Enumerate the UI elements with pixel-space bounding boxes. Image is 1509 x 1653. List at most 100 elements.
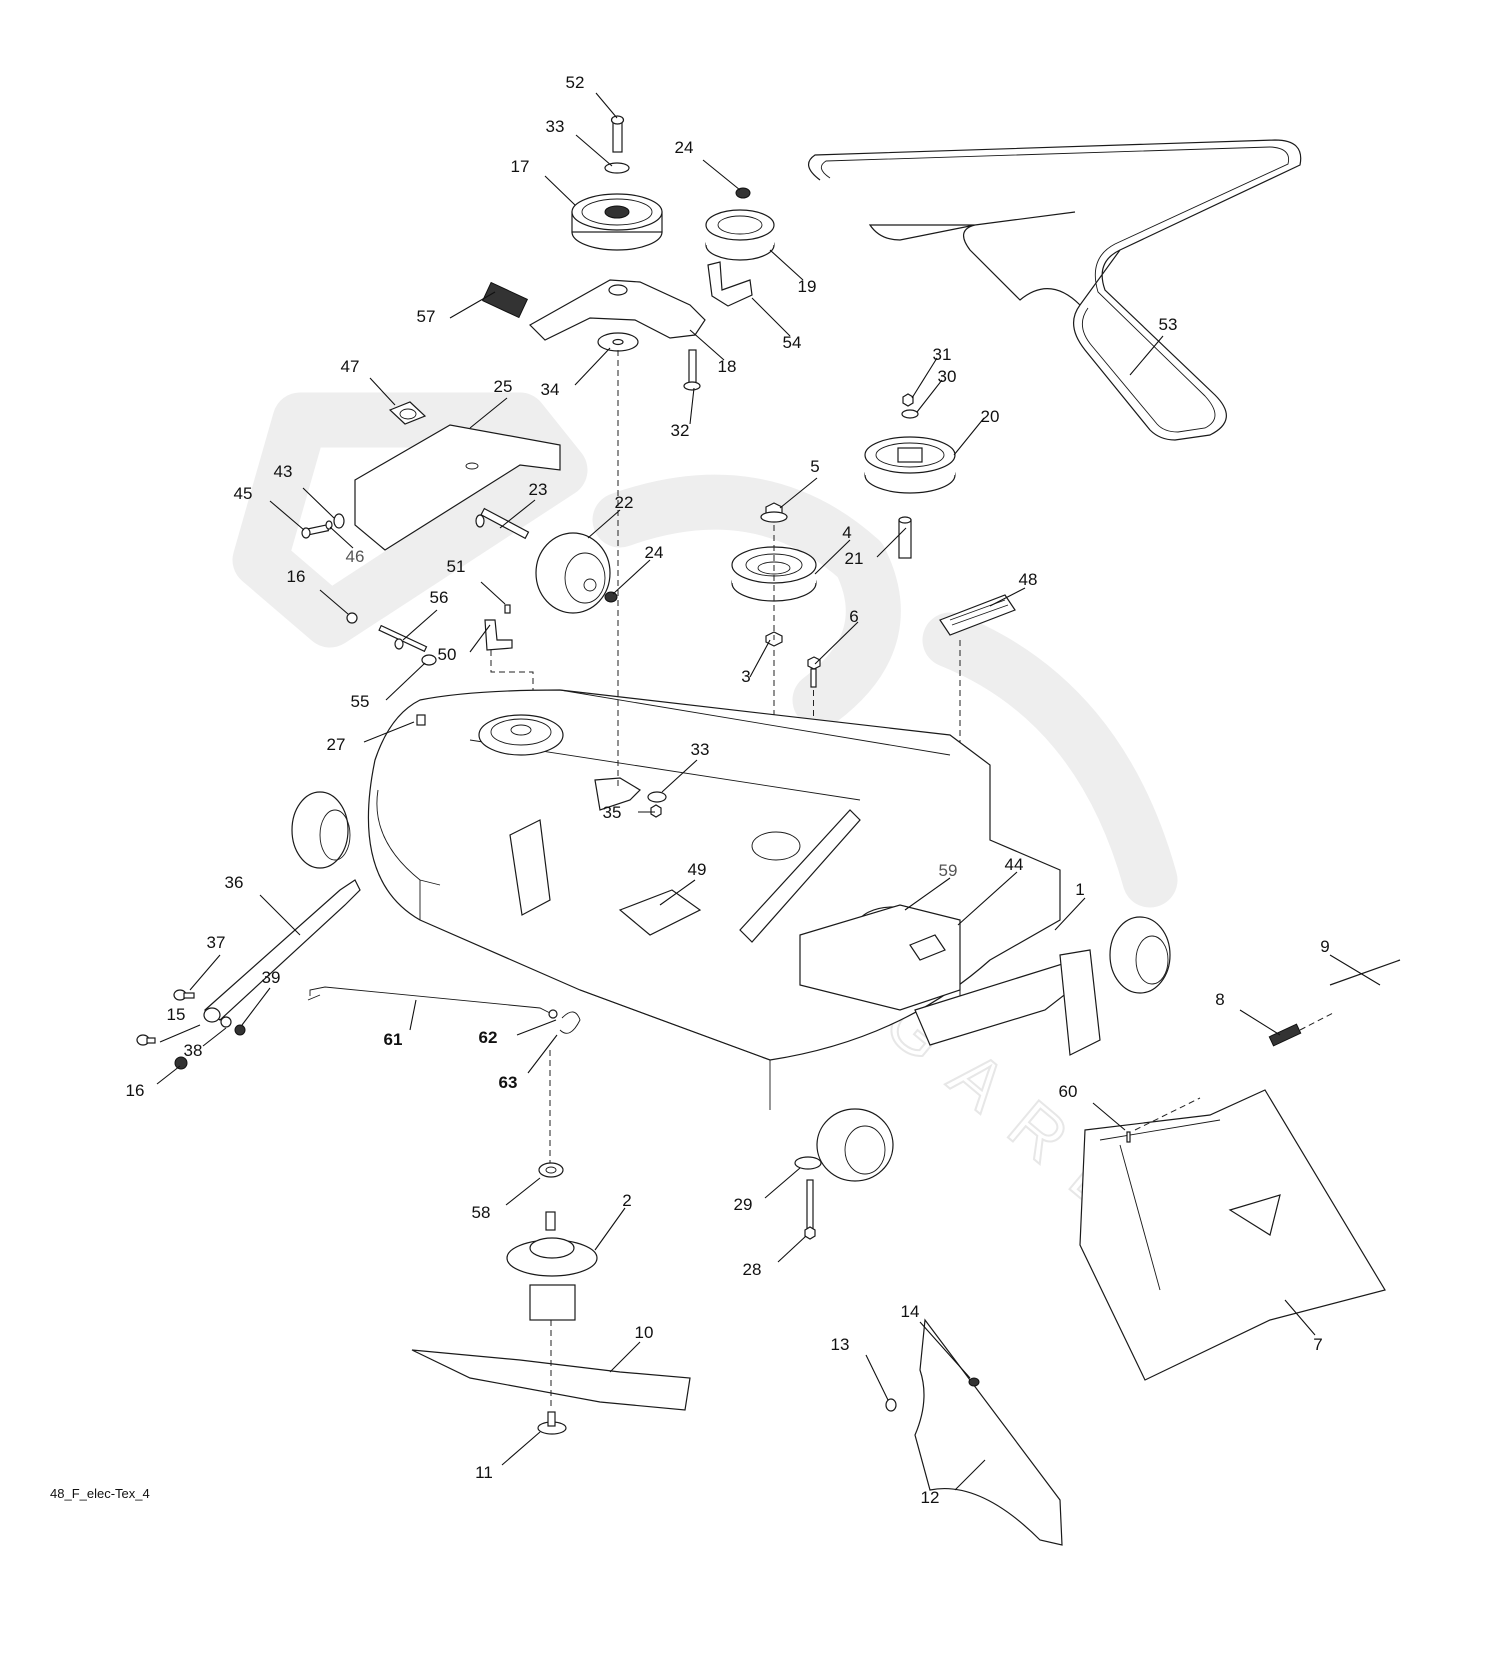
callout-leader-line [1329,954,1381,986]
callout-35: 35 [603,803,655,822]
callout-label: 54 [783,333,802,352]
callout-label: 24 [645,543,664,562]
callout-label: 36 [225,873,244,892]
callout-label: 38 [184,1041,203,1060]
callout-54: 54 [751,297,802,352]
callout-leader-line [269,500,305,531]
height-pin-55-56 [378,624,437,666]
belt-cover-25 [354,401,561,551]
callout-1: 1 [1054,880,1086,931]
callout-leader-line [659,879,696,906]
callout-leader-line [469,397,508,429]
callout-7: 7 [1284,1299,1323,1354]
callout-label: 4 [842,523,851,542]
callout-label: 39 [262,968,281,987]
callout-leader-line [661,759,698,793]
callout-leader-line [919,1321,971,1379]
callout-leader-line [876,527,907,558]
callout-leader-line [769,249,804,281]
callout-leader-line [469,624,491,653]
callout-17: 17 [511,157,576,206]
callout-57: 57 [417,291,496,326]
idler-arm-18 [481,279,706,352]
callout-label: 2 [622,1191,631,1210]
nut-16-upper [346,612,358,624]
callout-13: 13 [831,1335,889,1401]
callout-16: 16 [287,567,349,615]
callout-leader-line [501,1431,541,1466]
fastener-set-43-46 [301,513,345,539]
callout-label: 46 [346,547,365,566]
callout-52: 52 [566,73,618,119]
callout-43: 43 [274,462,335,519]
callout-label: 19 [798,277,817,296]
callout-label: 25 [494,377,513,396]
drive-belt [808,139,1302,441]
callout-32: 32 [671,387,695,440]
callout-leader-line [1239,1009,1281,1036]
callout-37: 37 [189,933,225,991]
callout-label: 62 [479,1028,498,1047]
callout-label: 33 [691,740,710,759]
callout-label: 5 [810,457,819,476]
callout-leader-line [319,589,349,615]
callout-label: 21 [845,549,864,568]
callout-45: 45 [234,484,305,531]
callout-24: 24 [612,543,664,595]
callout-label: 11 [475,1463,493,1482]
callout-18: 18 [689,329,736,376]
callout-30: 30 [916,367,957,413]
callout-label: 14 [901,1302,920,1321]
callout-label: 6 [849,607,858,626]
callout-leader-line [689,329,725,361]
callout-46: 46 [329,526,365,566]
callout-label: 58 [472,1203,491,1222]
callout-28: 28 [743,1235,807,1279]
callout-leader-line [594,1207,626,1251]
callout-leader-line [499,499,536,529]
pin-32 [683,349,701,391]
callout-leader-line [402,609,438,641]
callout-leader-line [1054,897,1086,931]
wheel-22 [475,507,618,614]
callout-label: 63 [499,1073,518,1092]
callout-leader-line [302,487,335,519]
callout-leader-line [329,526,354,549]
callout-36: 36 [225,873,301,936]
callout-leader-line [156,1065,181,1085]
callout-label: 24 [675,138,694,157]
callout-5: 5 [779,457,820,509]
callout-19: 19 [769,249,817,296]
callout-3: 3 [741,639,771,686]
callout-label: 61 [384,1030,403,1049]
callout-leader-line [1092,1102,1126,1131]
callout-4: 4 [814,523,852,575]
discharge-chute-7 [1079,959,1401,1381]
callout-label: 1 [1075,880,1084,899]
callout-leader-line [574,347,611,386]
callout-47: 47 [341,357,396,406]
callout-label: 12 [921,1488,940,1507]
callout-53: 53 [1129,315,1177,376]
idler-pulley-20 [864,393,956,559]
callout-leader-line [369,377,396,406]
callout-22: 22 [587,493,633,539]
callout-29: 29 [734,1167,801,1214]
callout-50: 50 [438,624,491,664]
callout-8: 8 [1215,990,1281,1036]
callout-63: 63 [499,1034,558,1092]
callout-leader-line [595,92,618,119]
callout-label: 28 [743,1260,762,1279]
callout-leader-line [751,297,791,337]
callout-label: 10 [635,1323,654,1342]
pulley-4 [731,502,817,880]
callout-label: 15 [167,1005,186,1024]
callout-label: 32 [671,421,690,440]
callout-44: 44 [957,855,1023,926]
callout-leader-line [609,1341,641,1373]
callout-label: 31 [933,345,952,364]
callout-label: 30 [938,367,957,386]
callout-label: 27 [327,735,346,754]
callout-leader-line [957,871,1018,926]
